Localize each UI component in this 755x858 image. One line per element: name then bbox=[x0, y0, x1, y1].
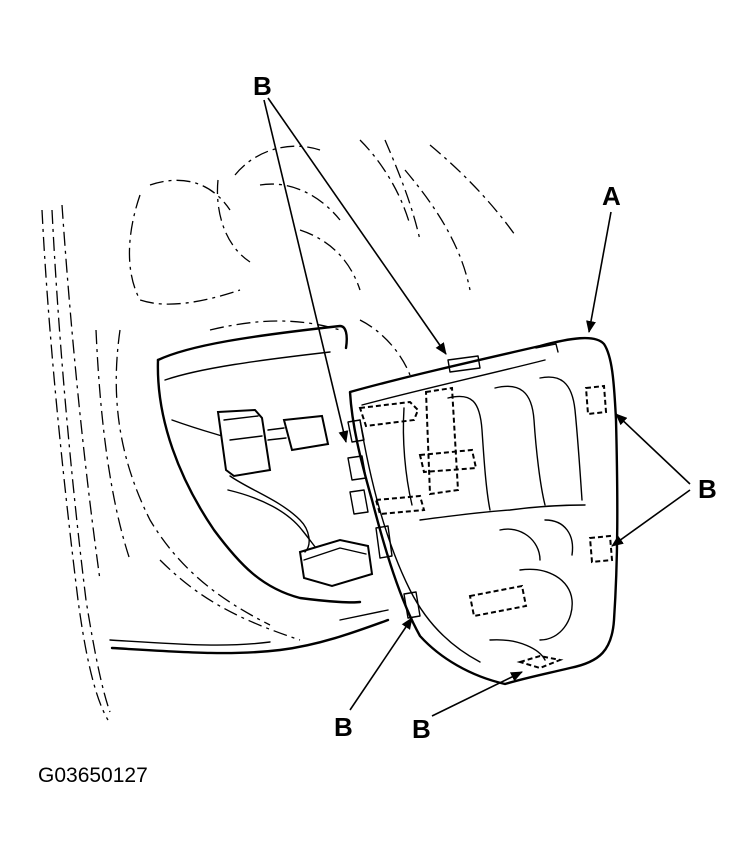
leader-b-bottom-right bbox=[431, 671, 523, 717]
leader-b-right-upper bbox=[615, 413, 691, 485]
figure-id: G03650127 bbox=[38, 764, 148, 787]
switch-panel bbox=[348, 336, 619, 686]
leader-lines bbox=[263, 97, 691, 717]
callout-b-bottom-right: B bbox=[412, 714, 431, 744]
harness-connectors bbox=[216, 408, 374, 588]
leader-b-right-lower bbox=[611, 489, 691, 547]
edge-tabs bbox=[339, 419, 421, 621]
leader-b-top-right bbox=[267, 97, 447, 355]
leader-b-bottom-left bbox=[349, 617, 413, 711]
callout-b-bottom-left: B bbox=[334, 712, 353, 742]
callout-b-right: B bbox=[698, 474, 717, 504]
leader-a bbox=[586, 211, 612, 333]
hidden-clips bbox=[358, 384, 614, 670]
background-body-outline bbox=[41, 139, 516, 721]
dash-opening bbox=[109, 324, 390, 655]
callout-a: A bbox=[602, 181, 621, 211]
leader-b-top-left bbox=[263, 99, 349, 443]
callout-b-top: B bbox=[253, 71, 272, 101]
